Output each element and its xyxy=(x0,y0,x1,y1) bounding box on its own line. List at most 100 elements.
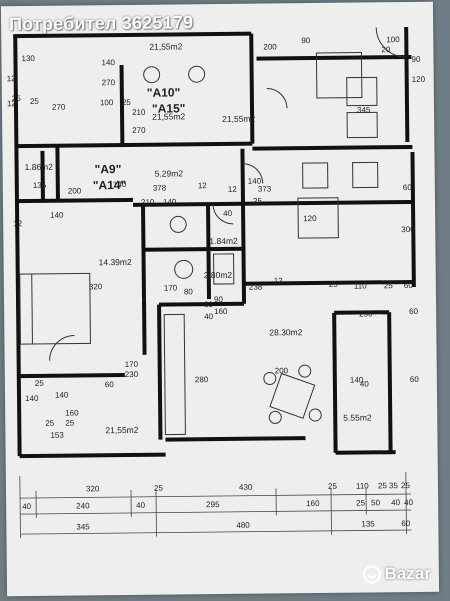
dimension-label: 270 xyxy=(52,103,66,112)
dimension-label: 90 xyxy=(301,36,311,45)
toilet-icon xyxy=(175,260,193,278)
dimension-label: 90 xyxy=(214,295,224,304)
wall-bed-bottom xyxy=(19,375,125,376)
dimension-label: 12 xyxy=(13,219,23,228)
wall-core xyxy=(242,149,244,304)
dimension-label: 25 xyxy=(154,484,164,493)
dimension-label: 345 xyxy=(76,522,90,531)
dimension-label: 20 xyxy=(381,45,391,54)
dimension-label: 12 xyxy=(7,99,17,108)
dimension-label: 40 xyxy=(391,498,401,507)
dimension-label: 238 xyxy=(249,283,263,292)
bed-icon xyxy=(20,273,91,344)
wall-outer-right xyxy=(406,27,414,287)
door-arc xyxy=(49,336,74,361)
toilet-icon xyxy=(144,67,160,83)
dimension-label: 90 xyxy=(411,55,421,64)
room-area-label: 2.80m2 xyxy=(204,270,233,280)
dimension-label: 40 xyxy=(22,502,32,511)
dimension-label: 60 xyxy=(404,281,414,290)
room-area-label: 5.55m2 xyxy=(343,412,372,422)
dimension-label: 40 xyxy=(360,379,370,388)
dimension-label: 80 xyxy=(184,287,194,296)
dimension-label: 140 xyxy=(163,197,177,206)
dimension-label: 140 xyxy=(55,391,69,400)
apartment-label: "A10" xyxy=(147,85,181,99)
chair-icon xyxy=(299,365,311,377)
armchair-icon xyxy=(347,112,377,137)
wall-corridor xyxy=(243,202,414,284)
dimension-label: 140 xyxy=(113,180,127,189)
room-area-label: 14.39m2 xyxy=(99,257,132,267)
dimension-label: 25 xyxy=(35,379,45,388)
dimension-label: 170 xyxy=(164,283,178,292)
chair-icon xyxy=(269,411,281,423)
dimension-label: 295 xyxy=(206,500,220,509)
dimension-label: 230 xyxy=(125,370,139,379)
dimension-label: 12 xyxy=(7,74,17,83)
dimension-label: 60 xyxy=(403,183,413,192)
dimension-label: 280 xyxy=(195,375,209,384)
dimension-label: 25 xyxy=(65,419,75,428)
wall-living-top xyxy=(159,304,244,305)
wall-bottom-left xyxy=(20,455,166,457)
dimension-label: 60 xyxy=(401,519,411,528)
dimension-label: 240 xyxy=(76,501,90,510)
dimension-label: 270 xyxy=(102,78,116,87)
dimension-label: 320 xyxy=(86,484,100,493)
wall-bed-right xyxy=(144,300,145,355)
room-area-label: 1.84m2 xyxy=(209,236,238,246)
dimension-label: 140 xyxy=(25,394,39,403)
dimension-label: 60 xyxy=(410,375,420,384)
dimension-label: 80 xyxy=(204,300,214,309)
dimension-label: 25 xyxy=(378,481,388,490)
wall-bathrooms xyxy=(143,204,244,300)
dimension-label: 25 xyxy=(401,481,411,490)
dimension-label: 170 xyxy=(125,360,139,369)
dimension-label: 25 xyxy=(30,97,40,106)
dimension-label: 373 xyxy=(258,184,272,193)
dimension-label: 160 xyxy=(306,499,320,508)
dimension-label: 160 xyxy=(214,307,228,316)
dimension-label: 200 xyxy=(275,366,289,375)
dimension-label: 35 xyxy=(389,481,399,490)
dimension-label: 40 xyxy=(204,312,214,321)
watermark-text: Потребител 3625179 xyxy=(9,12,193,35)
toilet-icon xyxy=(189,66,205,82)
room-area-label: 28.30m2 xyxy=(269,327,302,337)
dimension-label: 25 xyxy=(253,197,263,206)
dimension-label: 130 xyxy=(21,54,35,63)
dimension-label: 25 xyxy=(384,281,394,290)
dimension-label: 140 xyxy=(101,58,115,67)
dimension-label: 50 xyxy=(371,498,381,507)
wall-left-core xyxy=(42,151,43,201)
room-area-label: 21,55m2 xyxy=(152,111,185,121)
dimension-label: 110 xyxy=(356,481,369,490)
dimension-label: 160 xyxy=(65,408,79,417)
dimension-label: 300 xyxy=(401,225,415,234)
bazar-logo-text: Bazar xyxy=(384,564,431,584)
armchair-icon xyxy=(353,162,378,187)
dimension-label: 25 xyxy=(45,419,55,428)
room-area-label: 21,55m2 xyxy=(149,41,182,51)
dimension-label: 12 xyxy=(198,181,208,190)
dimension-label: 100 xyxy=(100,98,114,107)
dimension-label: 140 xyxy=(50,211,64,220)
room-area-label: 21,55m2 xyxy=(222,114,255,124)
bazar-logo: Bazar xyxy=(362,564,431,585)
dimension-label: 378 xyxy=(153,184,167,193)
dimension-label: 200 xyxy=(263,42,277,51)
dimension-label: 110 xyxy=(354,281,367,290)
dimension-label: 60 xyxy=(105,380,115,389)
dimension-label: 25 xyxy=(329,280,339,289)
dimension-label: 25 xyxy=(328,482,338,491)
dimension-label: 480 xyxy=(236,521,250,530)
dimension-label: 120 xyxy=(303,214,317,223)
dimension-label: 140 xyxy=(248,177,262,186)
bazar-smile-icon xyxy=(362,565,380,583)
bed-pillow-line xyxy=(32,274,33,344)
wall-living-left xyxy=(159,305,160,440)
dimension-label: 290 xyxy=(359,309,373,318)
